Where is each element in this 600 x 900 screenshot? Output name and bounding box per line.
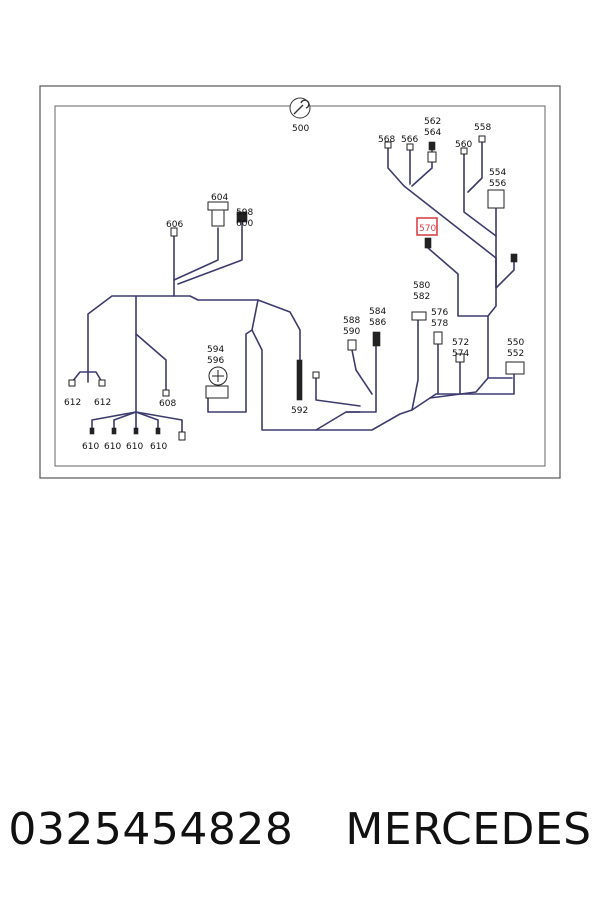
label-500: 500 [292, 124, 309, 134]
label-570: 570 [419, 224, 436, 234]
label-592: 592 [291, 406, 308, 416]
label-564: 564 [424, 128, 441, 138]
wiring-harness-diagram: 500 562 564 558 568 566 560 554 556 604 … [39, 85, 561, 479]
part-number: 0325454828 [8, 804, 294, 855]
label-566: 566 [401, 135, 418, 145]
label-562: 562 [424, 117, 441, 127]
label-604: 604 [211, 193, 228, 203]
label-598: 598 [236, 208, 253, 218]
label-586: 586 [369, 318, 386, 328]
label-596: 596 [207, 356, 224, 366]
label-588: 588 [343, 316, 360, 326]
label-560: 560 [455, 140, 472, 150]
label-610c: 610 [126, 442, 143, 452]
brand-name: MERCEDES [345, 804, 592, 855]
label-594: 594 [207, 345, 224, 355]
highlight-box-570 [416, 217, 438, 236]
label-572: 572 [452, 338, 469, 348]
outer-frame [39, 85, 561, 479]
label-600: 600 [236, 219, 253, 229]
harness-components [68, 135, 525, 441]
label-574: 574 [452, 349, 469, 359]
label-578: 578 [431, 319, 448, 329]
label-612a: 612 [64, 398, 81, 408]
label-610d: 610 [150, 442, 167, 452]
label-550: 550 [507, 338, 524, 348]
label-610a: 610 [82, 442, 99, 452]
label-556: 556 [489, 179, 506, 189]
label-554: 554 [489, 168, 506, 178]
label-608: 608 [159, 399, 176, 409]
part-labels: 500 562 564 558 568 566 560 554 556 604 … [64, 117, 524, 452]
harness-wires [71, 141, 515, 433]
caption-bar: 0325454828 MERCEDES [0, 800, 600, 860]
label-610b: 610 [104, 442, 121, 452]
label-576: 576 [431, 308, 448, 318]
label-568: 568 [378, 135, 395, 145]
label-606: 606 [166, 220, 183, 230]
label-580: 580 [413, 281, 430, 291]
label-558: 558 [474, 123, 491, 133]
label-582: 582 [413, 292, 430, 302]
label-552: 552 [507, 349, 524, 359]
label-590: 590 [343, 327, 360, 337]
label-612b: 612 [94, 398, 111, 408]
label-584: 584 [369, 307, 386, 317]
wrench-icon [289, 97, 311, 119]
